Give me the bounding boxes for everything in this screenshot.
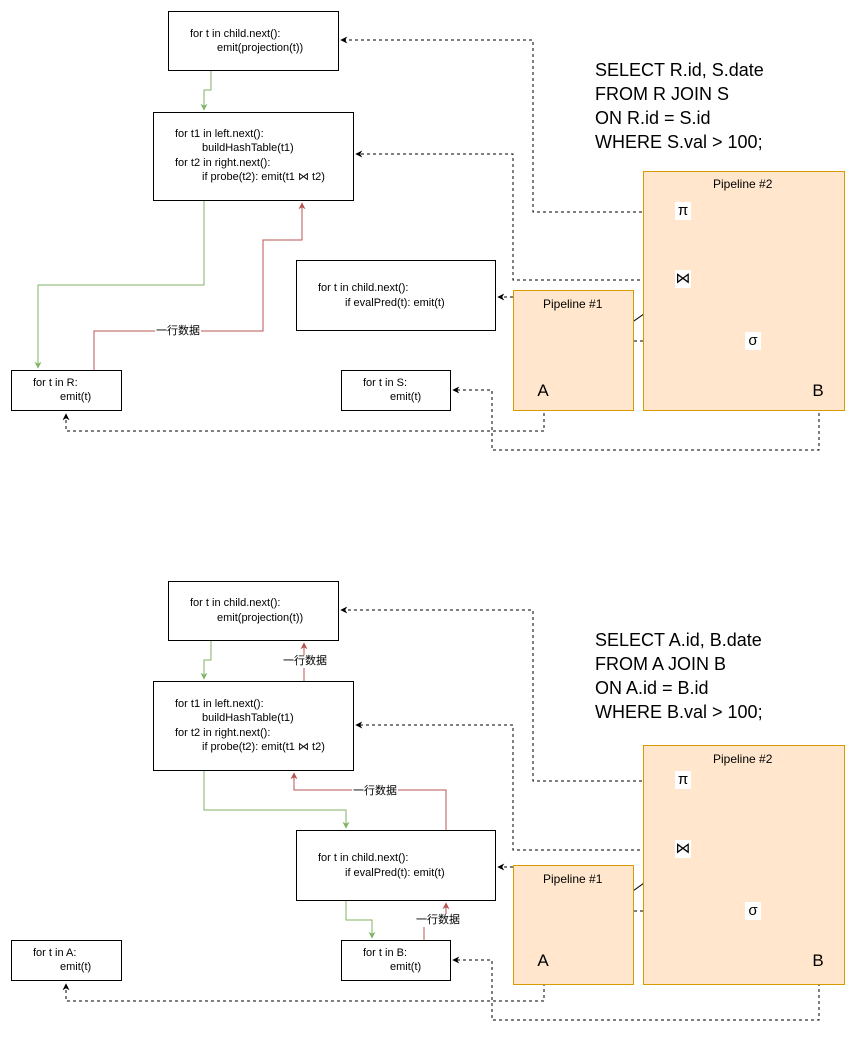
sql-line: ON A.id = B.id: [595, 678, 709, 698]
pull-call-arrow: [34, 201, 205, 369]
scan-right-box-bottom: for t in B: emit(t): [341, 940, 451, 981]
code-line: buildHashTable(t1): [202, 142, 294, 154]
hash-join-operator-box-bottom: for t1 in left.next(): buildHashTable(t1…: [153, 681, 354, 771]
sql-line: FROM A JOIN B: [595, 654, 727, 674]
sql-line: SELECT R.id, S.date: [595, 60, 764, 80]
projection-node-top: π: [675, 202, 691, 220]
code-line: emit(t): [390, 391, 422, 403]
pipeline-2-region-top: [643, 171, 845, 411]
code-line: for t in S:: [363, 377, 408, 389]
hash-join-operator-box-top: for t1 in left.next(): buildHashTable(t1…: [153, 112, 354, 201]
select-node-top: σ: [745, 332, 761, 350]
row-return-arrow: [290, 772, 447, 830]
pull-call-arrow: [345, 901, 376, 939]
row-data-label-bottom: 一行数据: [352, 785, 398, 798]
code-line: for t1 in left.next():: [175, 128, 264, 140]
code-line: if probe(t2): emit(t1 ⋈ t2): [202, 171, 325, 183]
leaf-a-node-top: A: [537, 381, 549, 400]
code-line: emit(t): [60, 391, 92, 403]
pipeline-2-label-bottom: Pipeline #2: [713, 752, 773, 766]
code-line: buildHashTable(t1): [202, 712, 294, 724]
code-line: for t in A:: [33, 947, 77, 959]
sql-line: ON R.id = S.id: [595, 108, 711, 128]
scan-left-box-bottom: for t in A: emit(t): [11, 940, 122, 981]
code-line: for t in B:: [363, 947, 408, 959]
code-line: emit(t): [390, 961, 422, 973]
leaf-b-node-bottom: B: [812, 951, 824, 970]
row-return-arrow: [93, 202, 306, 370]
sql-line: SELECT A.id, B.date: [595, 630, 762, 650]
pipeline-2-region-bottom: [643, 745, 845, 985]
pull-call-arrow: [200, 641, 212, 680]
sql-query-bottom: SELECT A.id, B.date FROM A JOIN B ON A.i…: [595, 628, 763, 724]
pull-call-arrow: [203, 771, 350, 829]
scan-right-box-top: for t in S: emit(t): [341, 370, 451, 411]
sql-line: FROM R JOIN S: [595, 84, 729, 104]
operator-mapping-link: [340, 606, 684, 782]
projection-node-bottom: π: [675, 771, 691, 789]
pipeline-2-label-top: Pipeline #2: [713, 177, 773, 191]
operator-mapping-link: [355, 150, 676, 281]
code-line: for t2 in right.next():: [175, 157, 271, 169]
operator-mapping-link: [62, 971, 545, 1002]
code-line: emit(projection(t)): [217, 42, 304, 54]
sql-line: WHERE B.val > 100;: [595, 702, 763, 722]
projection-operator-box-bottom: for t in child.next(): emit(projection(t…: [168, 581, 339, 641]
sql-line: WHERE S.val > 100;: [595, 132, 763, 152]
pull-call-arrow: [200, 71, 212, 111]
join-node-bottom: ⋈: [675, 840, 691, 858]
leaf-b-node-top: B: [812, 381, 824, 400]
code-line: for t in child.next():: [318, 282, 409, 294]
operator-mapping-link: [452, 386, 820, 451]
pipeline-1-label-bottom: Pipeline #1: [543, 872, 603, 886]
operator-mapping-link: [452, 956, 820, 1021]
operator-mapping-link: [62, 401, 545, 432]
code-line: for t1 in left.next():: [175, 698, 264, 710]
select-node-bottom: σ: [745, 902, 761, 920]
filter-operator-box-top: for t in child.next(): if evalPred(t): e…: [296, 260, 496, 331]
projection-operator-box-top: for t in child.next(): emit(projection(t…: [168, 11, 339, 71]
pipeline-1-region-top: [513, 290, 634, 411]
code-line: if evalPred(t): emit(t): [345, 297, 445, 309]
row-data-label-bottom: 一行数据: [282, 655, 328, 668]
scan-left-box-top: for t in R: emit(t): [11, 370, 122, 411]
operator-mapping-link: [355, 721, 676, 851]
operator-mapping-link: [340, 36, 684, 213]
code-line: for t in R:: [33, 377, 78, 389]
filter-operator-box-bottom: for t in child.next(): if evalPred(t): e…: [296, 830, 496, 901]
leaf-a-node-bottom: A: [537, 951, 549, 970]
sql-query-top: SELECT R.id, S.date FROM R JOIN S ON R.i…: [595, 58, 764, 154]
code-line: emit(projection(t)): [217, 612, 304, 624]
code-line: if evalPred(t): emit(t): [345, 867, 445, 879]
code-line: for t2 in right.next():: [175, 727, 271, 739]
code-line: for t in child.next():: [318, 852, 409, 864]
row-data-label-bottom: 一行数据: [415, 914, 461, 927]
code-line: for t in child.next():: [190, 28, 281, 40]
pipeline-1-region-bottom: [513, 865, 634, 985]
pipeline-1-label-top: Pipeline #1: [543, 297, 603, 311]
join-node-top: ⋈: [675, 270, 691, 288]
code-line: if probe(t2): emit(t1 ⋈ t2): [202, 741, 325, 753]
code-line: for t in child.next():: [190, 597, 281, 609]
code-line: emit(t): [60, 961, 92, 973]
row-data-label-top: 一行数据: [155, 325, 201, 338]
